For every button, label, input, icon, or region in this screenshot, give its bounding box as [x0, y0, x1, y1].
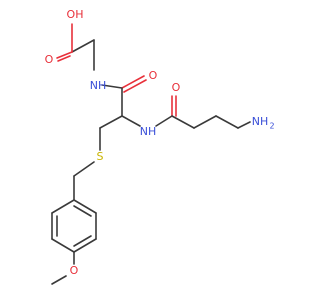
atom-oh-label: OH [67, 8, 84, 21]
atom-cys-nh-label: NH [140, 125, 157, 138]
bond-c-o-double-a [56, 51, 73, 59]
bond-c-o-double-b [57, 55, 71, 62]
atom-gly-nh-label: NH [90, 79, 107, 92]
atom-nh2-main: NH [252, 115, 269, 128]
molecule-structure-diagram: OH O NH O NH O NH 2 S O [45, 8, 275, 285]
bond-calpha-ch2 [99, 115, 123, 129]
atom-s-label: S [97, 150, 104, 163]
bond-c5-n [237, 121, 251, 129]
ring-inner-1 [73, 205, 92, 217]
bond-c2-c3 [171, 115, 195, 129]
atom-nh2-subscript: 2 [269, 122, 274, 131]
atom-acid-o-label: O [45, 53, 54, 66]
atom-nh2-label: NH 2 [252, 115, 275, 131]
ring-bond-3 [73, 238, 97, 253]
bond-calpha-nh [121, 115, 141, 127]
bond-s-ch2 [73, 161, 95, 177]
atom-methoxy-o-label: O [70, 264, 79, 277]
ring-bond-4 [51, 238, 75, 253]
bond-c3-c4 [193, 115, 217, 129]
bond-carbonyl1-o-a [121, 75, 145, 89]
bond-c4-c5 [215, 115, 239, 129]
bond-cooh-ch2 [71, 39, 95, 53]
ring-inner-2 [73, 235, 92, 247]
ring-bond-1 [73, 199, 97, 214]
bond-o-ch3 [51, 275, 67, 285]
bond-nh-carbonyl2 [155, 115, 173, 127]
bond-n-carbonyl1 [101, 84, 123, 89]
ring-bond-6 [51, 199, 75, 214]
bond-carbonyl1-o-b [123, 79, 147, 93]
atom-amide2-o-label: O [172, 81, 181, 94]
atom-amide1-o-label: O [149, 69, 158, 82]
